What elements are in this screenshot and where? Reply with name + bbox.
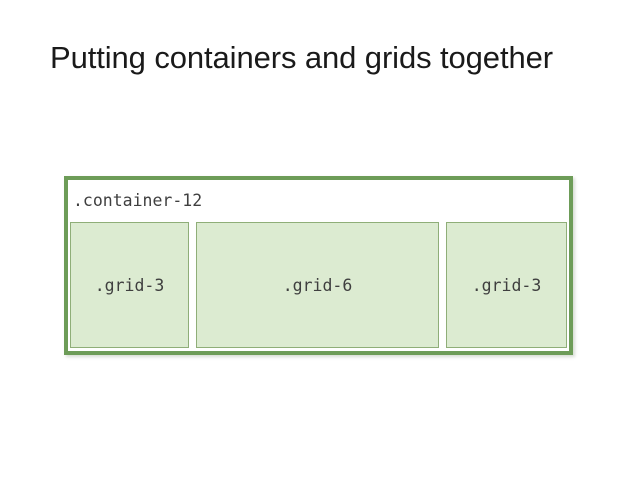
container-12-inner: .container-12 .grid-3 .grid-6 .grid-3 [68,180,569,351]
grid-box-right: .grid-3 [446,222,567,348]
grid-row: .grid-3 .grid-6 .grid-3 [70,222,567,348]
container-12-box: .container-12 .grid-3 .grid-6 .grid-3 [64,176,573,355]
grid-box-right-label: .grid-3 [471,275,542,295]
page-title: Putting containers and grids together [50,40,553,75]
grid-box-center-label: .grid-6 [282,275,353,295]
container-12-label: .container-12 [73,191,203,210]
grid-box-center: .grid-6 [196,222,439,348]
grid-box-left-label: .grid-3 [94,275,165,295]
grid-box-left: .grid-3 [70,222,189,348]
